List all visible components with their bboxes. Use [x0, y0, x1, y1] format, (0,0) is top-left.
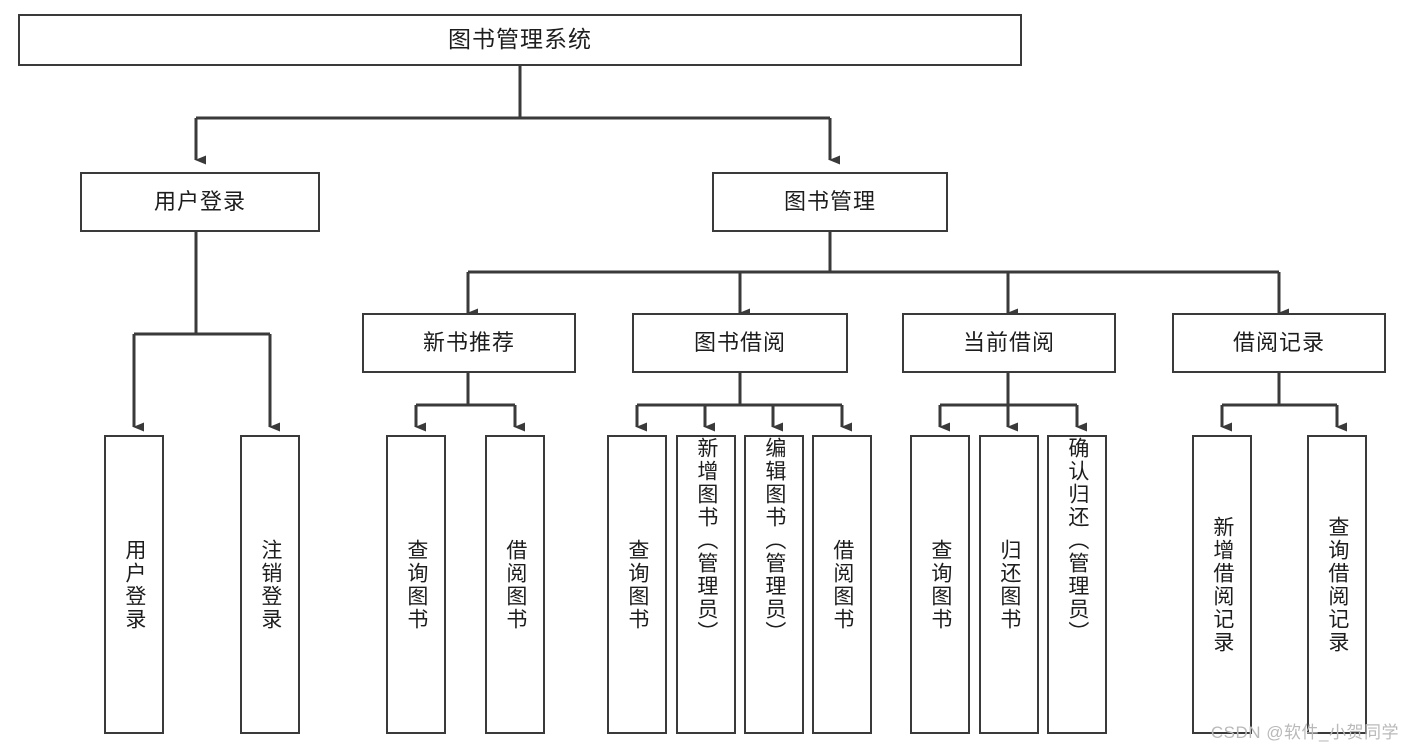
node-label: 查询图书 — [928, 538, 952, 631]
leaf-book-borrow-query-book[interactable]: 查询图书 — [607, 435, 667, 734]
leaf-book-borrow-add-book-admin[interactable]: 新增图书（管理员） — [676, 435, 736, 734]
node-current-borrow[interactable]: 当前借阅 — [902, 313, 1116, 373]
leaf-book-borrow-borrow-book[interactable]: 借阅图书 — [812, 435, 872, 734]
node-label: 确认归还（管理员） — [1065, 437, 1089, 644]
node-label: 图书管理 — [783, 188, 876, 214]
leaf-borrow-record-add-record[interactable]: 新增借阅记录 — [1192, 435, 1252, 734]
csdn-watermark: CSDN @软件_小贺同学 — [1210, 723, 1399, 742]
node-label: 新增借阅记录 — [1210, 515, 1234, 654]
node-label: 用户登录 — [153, 188, 246, 214]
node-new-book-recommend[interactable]: 新书推荐 — [362, 313, 576, 373]
node-label: 当前借阅 — [962, 329, 1055, 355]
node-label: 注销登录 — [258, 538, 282, 631]
leaf-borrow-record-query-record[interactable]: 查询借阅记录 — [1307, 435, 1367, 734]
node-book-borrow[interactable]: 图书借阅 — [632, 313, 848, 373]
node-root-system[interactable]: 图书管理系统 — [18, 14, 1022, 66]
node-label: 借阅图书 — [503, 538, 527, 631]
node-label: 归还图书 — [997, 538, 1021, 631]
node-label: 借阅记录 — [1232, 329, 1325, 355]
leaf-book-borrow-edit-book-admin[interactable]: 编辑图书（管理员） — [744, 435, 804, 734]
leaf-new-book-query-book[interactable]: 查询图书 — [386, 435, 446, 734]
node-label: 查询借阅记录 — [1325, 515, 1349, 654]
node-label: 新增图书（管理员） — [694, 437, 718, 644]
node-user-login[interactable]: 用户登录 — [80, 172, 320, 232]
leaf-current-borrow-return-book[interactable]: 归还图书 — [979, 435, 1039, 734]
node-label: 借阅图书 — [830, 538, 854, 631]
node-label: 编辑图书（管理员） — [762, 437, 786, 644]
node-label: 用户登录 — [122, 538, 146, 631]
node-label: 查询图书 — [404, 538, 428, 631]
leaf-current-borrow-confirm-return-admin[interactable]: 确认归还（管理员） — [1047, 435, 1107, 734]
leaf-new-book-borrow-book[interactable]: 借阅图书 — [485, 435, 545, 734]
leaf-current-borrow-query-book[interactable]: 查询图书 — [910, 435, 970, 734]
node-borrow-record[interactable]: 借阅记录 — [1172, 313, 1386, 373]
leaf-user-login-logout[interactable]: 注销登录 — [240, 435, 300, 734]
node-book-management[interactable]: 图书管理 — [712, 172, 948, 232]
leaf-user-login-login[interactable]: 用户登录 — [104, 435, 164, 734]
node-label: 查询图书 — [625, 538, 649, 631]
node-label: 图书借阅 — [693, 329, 786, 355]
node-label: 新书推荐 — [422, 329, 515, 355]
node-label: 图书管理系统 — [448, 26, 592, 53]
